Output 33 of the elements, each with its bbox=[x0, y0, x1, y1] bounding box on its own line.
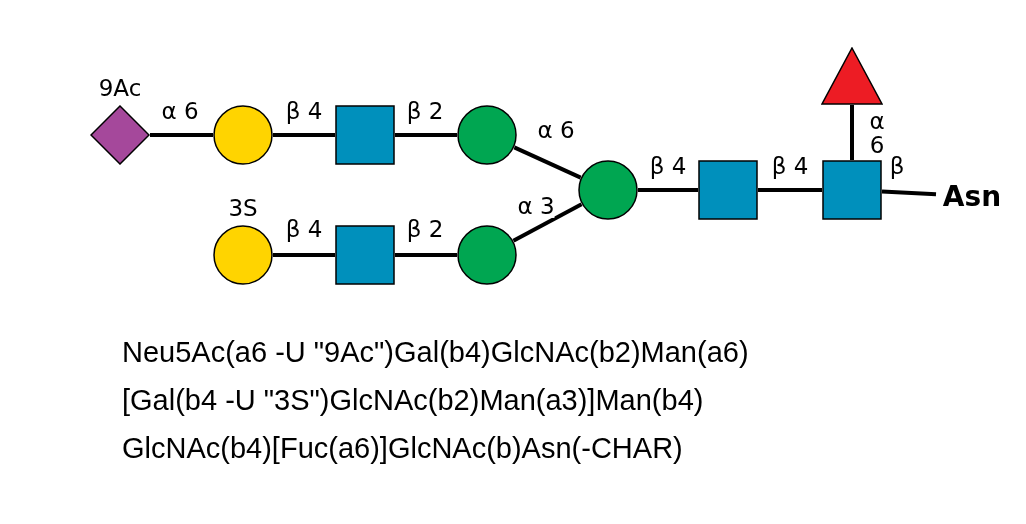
iupac-text: GlcNAc(b4)[Fuc(a6)]GlcNAc(b)Asn(-CHAR) bbox=[122, 432, 683, 465]
linkage-line bbox=[273, 253, 335, 257]
edge-label: β bbox=[889, 153, 905, 179]
linkage-line bbox=[512, 202, 583, 243]
circle-symbol bbox=[213, 105, 273, 165]
triangle-symbol bbox=[821, 47, 883, 105]
edge-label: β 2 bbox=[406, 98, 444, 124]
linkage-line bbox=[758, 188, 822, 192]
circle-symbol bbox=[578, 160, 638, 220]
edge-label: β 4 bbox=[285, 216, 323, 242]
linkage-line bbox=[150, 133, 213, 137]
edge-label: β 4 bbox=[649, 153, 687, 179]
linkage-line bbox=[395, 133, 457, 137]
modification-label: 3S bbox=[228, 195, 258, 221]
edge-label: β 2 bbox=[406, 216, 444, 242]
square-symbol bbox=[335, 105, 395, 165]
circle-symbol bbox=[457, 225, 517, 285]
circle-symbol bbox=[457, 105, 517, 165]
linkage-line bbox=[881, 189, 937, 197]
iupac-text: Neu5Ac(a6 -U "9Ac")Gal(b4)GlcNAc(b2)Man(a6) bbox=[122, 336, 749, 369]
iupac-text: [Gal(b4 -U "3S")GlcNAc(b2)Man(a3)]Man(b4) bbox=[122, 384, 704, 417]
linkage-line bbox=[638, 188, 698, 192]
edge-label: β 4 bbox=[285, 98, 323, 124]
linkage-line bbox=[273, 133, 335, 137]
modification-label: 9Ac bbox=[98, 75, 142, 101]
linkage-line bbox=[395, 253, 457, 257]
square-symbol bbox=[822, 160, 882, 220]
linkage-line bbox=[850, 105, 854, 160]
linkage-line bbox=[513, 145, 582, 180]
square-symbol bbox=[698, 160, 758, 220]
square-symbol bbox=[335, 225, 395, 285]
edge-label: β 4 bbox=[771, 153, 809, 179]
residue-label: Asn bbox=[942, 179, 1002, 213]
